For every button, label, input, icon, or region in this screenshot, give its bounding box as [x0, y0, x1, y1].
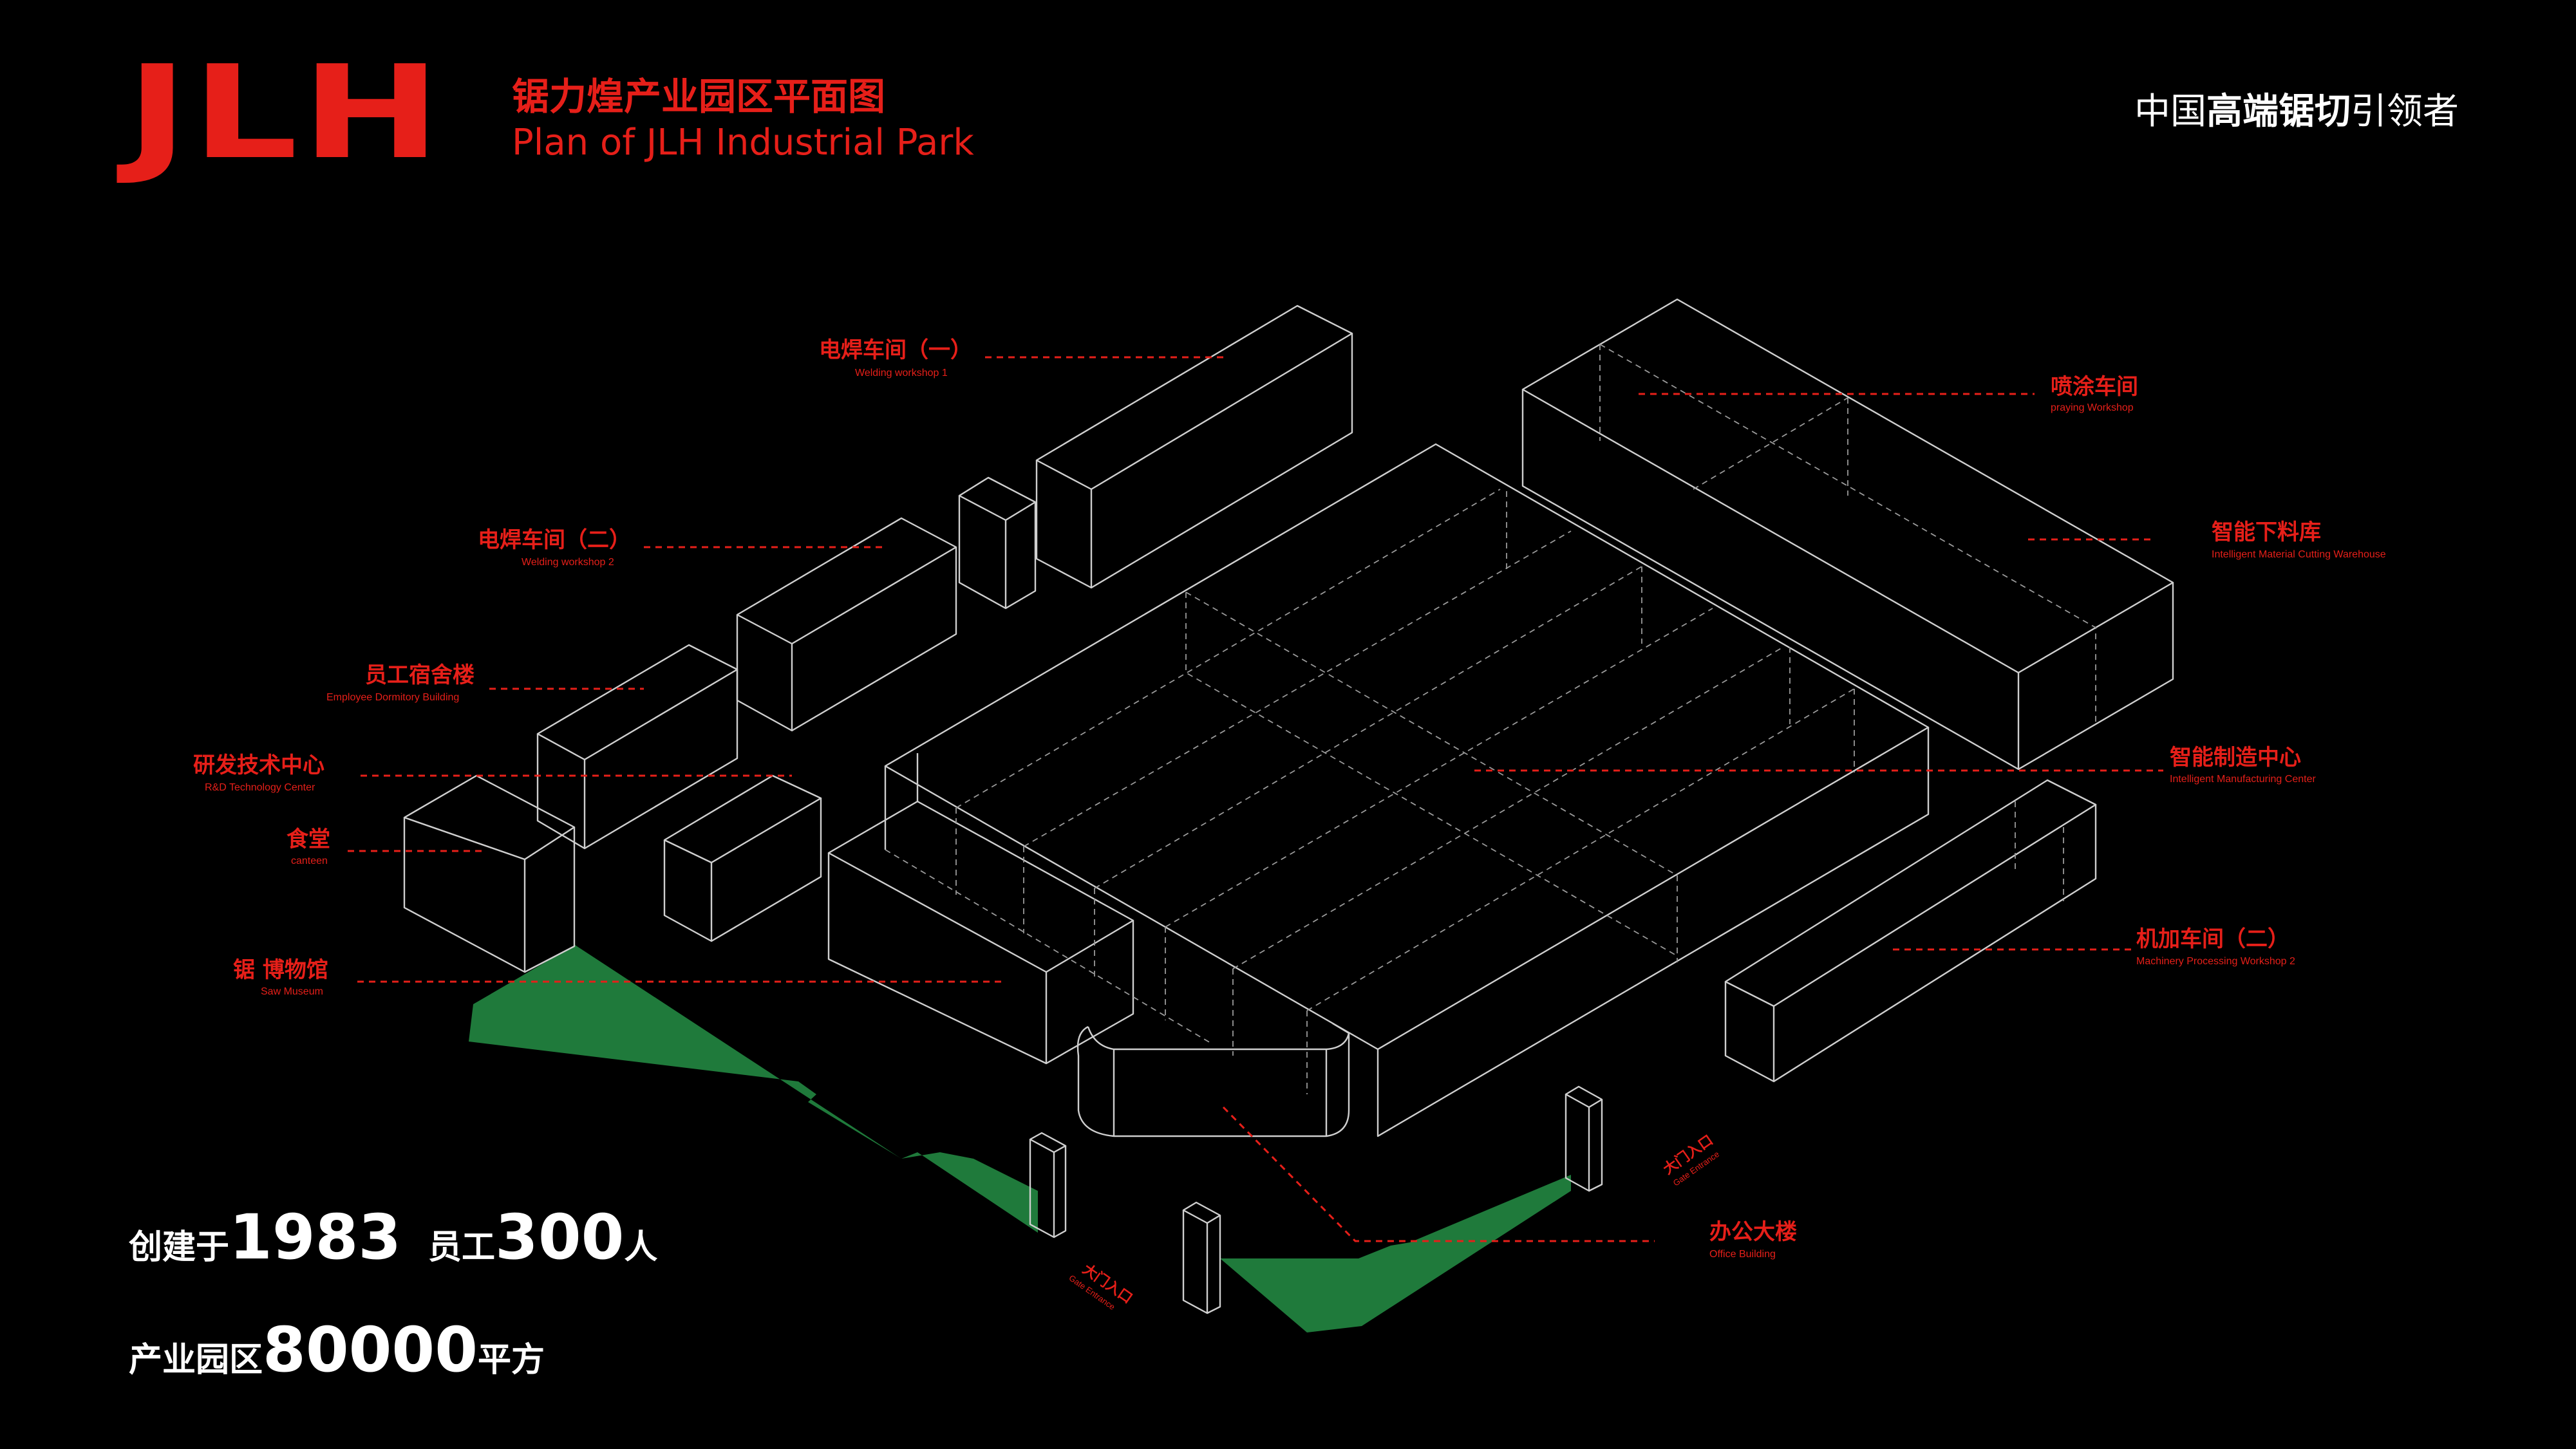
building-dormitory [536, 644, 738, 850]
gate-post-left [1029, 1132, 1067, 1239]
svg-text:办公大楼: 办公大楼 [1709, 1219, 1797, 1245]
label-canteen: 食堂 canteen [287, 827, 330, 866]
label-museum: 锯 博物馆 Saw Museum [233, 957, 328, 997]
building-welding-2 [736, 517, 957, 732]
svg-text:praying Workshop: praying Workshop [2051, 402, 2134, 413]
svg-text:Office Building: Office Building [1709, 1249, 1776, 1260]
svg-text:canteen: canteen [291, 855, 328, 866]
building-office-link [1076, 1022, 1350, 1137]
label-gate-right: 大门入口 Gate Entrance [1660, 1132, 1721, 1188]
svg-text:员工宿舍楼: 员工宿舍楼 [365, 662, 475, 688]
logo-text: JLH [116, 38, 444, 188]
green-area-left [469, 945, 1038, 1233]
building-small-tower [958, 476, 1037, 610]
gate-post-middle [1182, 1201, 1221, 1314]
gate-post-right [1565, 1085, 1603, 1192]
label-machinery-2: 机加车间（二） Machinery Processing Workshop 2 [2136, 926, 2295, 967]
svg-text:Machinery Processing Workshop: Machinery Processing Workshop 2 [2136, 956, 2295, 967]
label-spraying: 喷涂车间 praying Workshop [2051, 374, 2138, 413]
building-saw-museum [827, 800, 1134, 1065]
label-rnd: 研发技术中心 R&D Technology Center [193, 753, 324, 793]
building-rnd [663, 774, 822, 942]
svg-text:食堂: 食堂 [287, 827, 330, 852]
svg-text:Welding workshop 1: Welding workshop 1 [855, 368, 948, 379]
svg-text:Intelligent Manufacturing Cent: Intelligent Manufacturing Center [2170, 774, 2316, 785]
fact-founded: 创建于1983 [128, 1201, 401, 1273]
svg-text:锯 博物馆: 锯 博物馆 [233, 957, 328, 983]
svg-text:Employee Dormitory Building: Employee Dormitory Building [326, 692, 459, 703]
label-manufacturing: 智能制造中心 Intelligent Manufacturing Center [2170, 745, 2316, 785]
page-title-en: Plan of JLH Industrial Park [512, 122, 974, 164]
logo: JLH [116, 38, 444, 188]
svg-text:研发技术中心: 研发技术中心 [193, 753, 324, 778]
svg-text:Intelligent Material Cutting W: Intelligent Material Cutting Warehouse [2212, 549, 2386, 560]
svg-text:Saw Museum: Saw Museum [261, 986, 323, 997]
label-warehouse: 智能下料库 Intelligent Material Cutting Wareh… [2212, 519, 2386, 560]
page-title-cn: 锯力煌产业园区平面图 [512, 75, 885, 118]
label-office: 办公大楼 Office Building [1709, 1219, 1797, 1260]
label-welding-2: 电焊车间（二） Welding workshop 2 [478, 527, 631, 568]
svg-text:电焊车间（一）: 电焊车间（一） [819, 337, 972, 363]
svg-text:电焊车间（二）: 电焊车间（二） [478, 527, 631, 553]
building-canteen [403, 774, 576, 973]
fact-staff: 员工300人 [428, 1201, 657, 1273]
slogan-bold: 高端锯切 [2206, 91, 2351, 133]
slogan: 中国高端锯切引领者 [2134, 91, 2459, 133]
fact-area: 产业园区80000平方 [129, 1314, 545, 1386]
building-spraying-warehouse [1521, 298, 2174, 771]
svg-text:Welding workshop 2: Welding workshop 2 [522, 557, 614, 568]
label-gate-left: 大门入口 Gate Entrance [1067, 1261, 1135, 1312]
building-welding-1 [1035, 304, 1353, 589]
svg-text:机加车间（二）: 机加车间（二） [2136, 926, 2289, 952]
slogan-prefix: 中国 [2134, 91, 2206, 133]
svg-text:喷涂车间: 喷涂车间 [2051, 374, 2138, 400]
svg-text:R&D Technology Center: R&D Technology Center [205, 782, 315, 793]
label-welding-1: 电焊车间（一） Welding workshop 1 [819, 337, 972, 379]
svg-text:智能下料库: 智能下料库 [2212, 519, 2321, 545]
slogan-suffix: 引领者 [2351, 91, 2459, 133]
green-area-right [1220, 1175, 1571, 1332]
building-machinery-2 [1724, 779, 2097, 1083]
leader-office [1222, 1106, 1655, 1242]
building-manufacturing-center [884, 443, 1930, 1137]
label-dormitory: 员工宿舍楼 Employee Dormitory Building [326, 662, 475, 703]
svg-text:智能制造中心: 智能制造中心 [2170, 745, 2301, 771]
